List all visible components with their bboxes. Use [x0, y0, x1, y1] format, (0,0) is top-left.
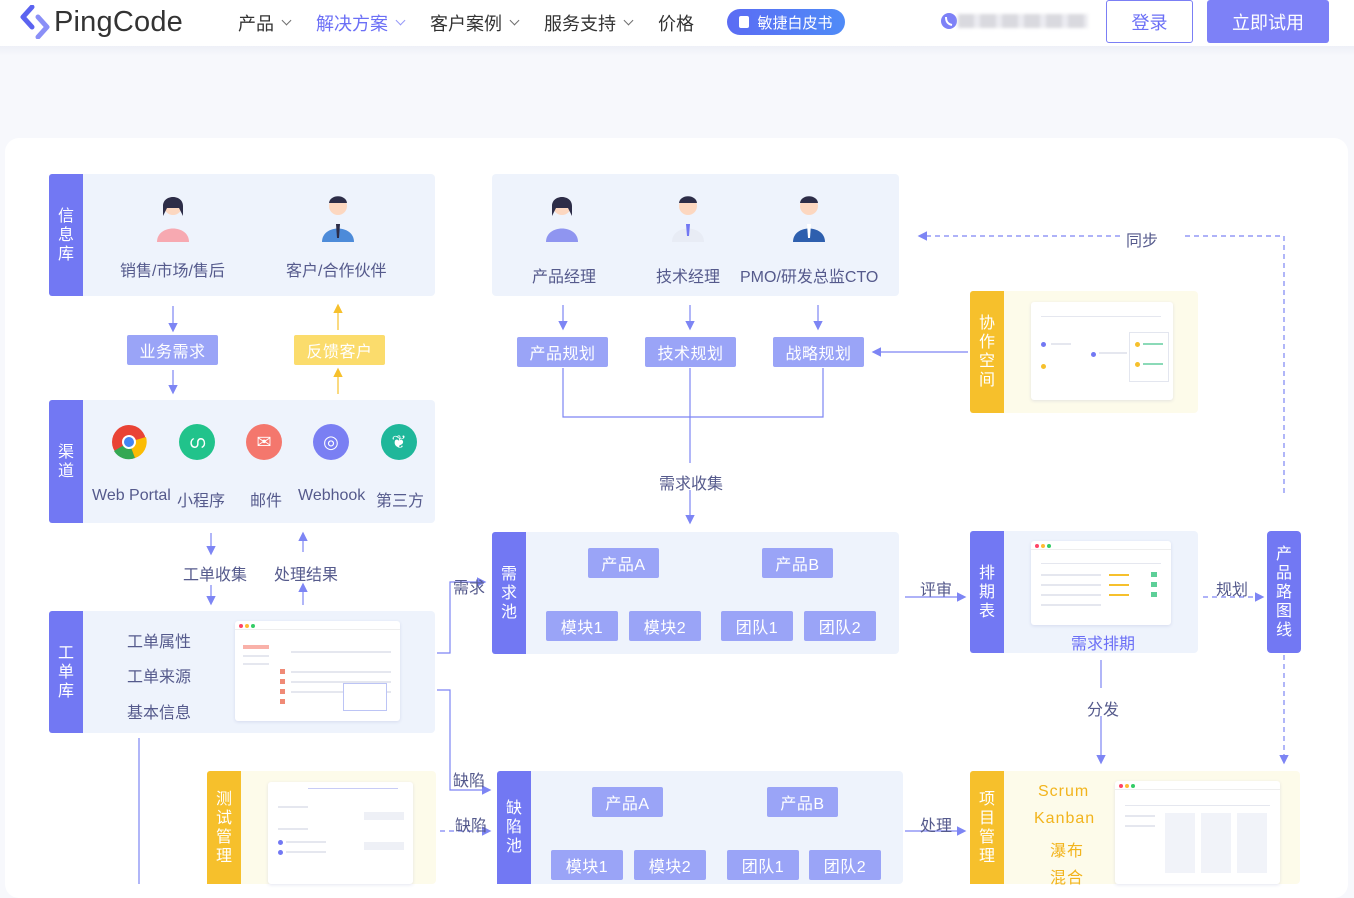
role-sales: 销售/市场/售后 [120, 263, 225, 280]
req-team-2: 团队2 [804, 611, 876, 641]
req-product-a: 产品A [588, 548, 659, 578]
role-tech-manager: 技术经理 [656, 269, 721, 286]
collab-space-label: 协作空间 [970, 291, 1004, 413]
product-plan-tag: 产品规划 [517, 337, 608, 367]
ticket-library-label: 工单库 [49, 611, 83, 733]
test-management-label: 测试管理 [207, 771, 241, 884]
review-label: 评审 [920, 582, 953, 599]
schedule-label: 排期表 [970, 531, 1004, 653]
sync-label: 同步 [1126, 233, 1159, 250]
ticket-field-attr: 工单属性 [127, 634, 192, 651]
top-navbar: PingCode 产品 解决方案 客户案例 服务支持 价格 敏捷白皮书 登录 立… [0, 0, 1354, 46]
phone-number-blurred [958, 14, 1088, 28]
dispatch-label: 分发 [1087, 702, 1120, 719]
whitepaper-button[interactable]: 敏捷白皮书 [727, 9, 845, 35]
role-product-manager: 产品经理 [532, 269, 597, 286]
pingcode-logo[interactable]: PingCode [20, 4, 183, 40]
plan-label: 规划 [1216, 582, 1249, 599]
phone-icon [941, 13, 957, 29]
method-kanban: Kanban [1034, 810, 1096, 827]
schedule-screenshot [1031, 541, 1171, 625]
defect-module-2: 模块2 [634, 850, 706, 880]
req-team-1: 团队1 [721, 611, 793, 641]
role-customer: 客户/合作伙伴 [286, 263, 387, 280]
pingcode-logo-icon [20, 5, 50, 39]
defect-product-a: 产品A [592, 787, 663, 817]
mail-icon: ✉ [246, 424, 282, 460]
info-library-panel [49, 174, 435, 296]
globe-icon: ◎ [313, 424, 349, 460]
defect-team-1: 团队1 [727, 850, 799, 880]
defect-team-2: 团队2 [809, 850, 881, 880]
channel-miniprogram: 小程序 [177, 493, 226, 510]
handle-label: 处理 [920, 818, 953, 835]
defect-module-1: 模块1 [551, 850, 623, 880]
defect-arrow-label-2: 缺陷 [455, 818, 488, 835]
req-product-b: 产品B [762, 548, 833, 578]
channels-label: 渠道 [49, 400, 83, 523]
nav-support[interactable]: 服务支持 [544, 10, 634, 36]
channel-web-portal: Web Portal [92, 487, 171, 504]
main-nav: 产品 解决方案 客户案例 服务支持 价格 [238, 0, 720, 46]
book-icon [739, 16, 750, 28]
requirement-pool-label: 需求池 [492, 532, 526, 654]
schedule-caption: 需求排期 [1071, 636, 1136, 653]
project-management-label: 项目管理 [970, 771, 1004, 884]
req-module-1: 模块1 [546, 611, 618, 641]
trial-button[interactable]: 立即试用 [1207, 0, 1329, 43]
collab-screenshot [1031, 302, 1173, 400]
male-user-icon [322, 196, 354, 242]
requirement-collect-label: 需求收集 [659, 476, 724, 493]
tech-plan-tag: 技术规划 [645, 337, 736, 367]
nav-solutions[interactable]: 解决方案 [316, 10, 406, 36]
logo-text: PingCode [54, 5, 183, 38]
nav-cases[interactable]: 客户案例 [430, 10, 520, 36]
defect-product-b: 产品B [767, 787, 838, 817]
male-user-icon [793, 196, 825, 242]
role-pmo-cto: PMO/研发总监CTO [740, 269, 879, 286]
channels-panel [49, 400, 435, 523]
miniprogram-icon: ഗ [179, 424, 215, 460]
feedback-customer-tag: 反馈客户 [294, 335, 385, 365]
req-module-2: 模块2 [629, 611, 701, 641]
channel-mail: 邮件 [250, 493, 283, 510]
login-button[interactable]: 登录 [1106, 0, 1193, 43]
male-user-icon [672, 196, 704, 242]
requirement-arrow-label: 需求 [453, 580, 486, 597]
ticket-field-info: 基本信息 [127, 705, 192, 722]
strategy-plan-tag: 战略规划 [773, 337, 864, 367]
female-user-icon [546, 197, 578, 242]
business-requirement-tag: 业务需求 [127, 335, 218, 365]
chrome-icon [112, 425, 147, 460]
project-screenshot [1115, 781, 1280, 884]
test-screenshot [268, 782, 413, 884]
channel-third-party: 第三方 [376, 493, 425, 510]
channel-webhook: Webhook [298, 487, 366, 504]
method-scrum: Scrum [1038, 783, 1090, 800]
female-user-icon [157, 197, 189, 242]
info-library-label: 信息库 [49, 174, 83, 296]
ticket-field-source: 工单来源 [127, 669, 192, 686]
tooth-icon: ❦ [381, 424, 417, 460]
method-waterfall: 瀑布 [1050, 843, 1085, 860]
roadmap-label: 产品路图线 [1267, 531, 1301, 653]
process-result-label: 处理结果 [274, 567, 339, 584]
ticket-screenshot [235, 621, 400, 721]
nav-product[interactable]: 产品 [238, 10, 292, 36]
nav-pricing[interactable]: 价格 [658, 14, 694, 34]
ticket-collect-label: 工单收集 [183, 567, 248, 584]
header-shadow [0, 46, 1354, 56]
method-hybrid: 混合 [1050, 870, 1085, 887]
defect-pool-label: 缺陷池 [497, 771, 531, 884]
defect-arrow-label-1: 缺陷 [453, 773, 486, 790]
